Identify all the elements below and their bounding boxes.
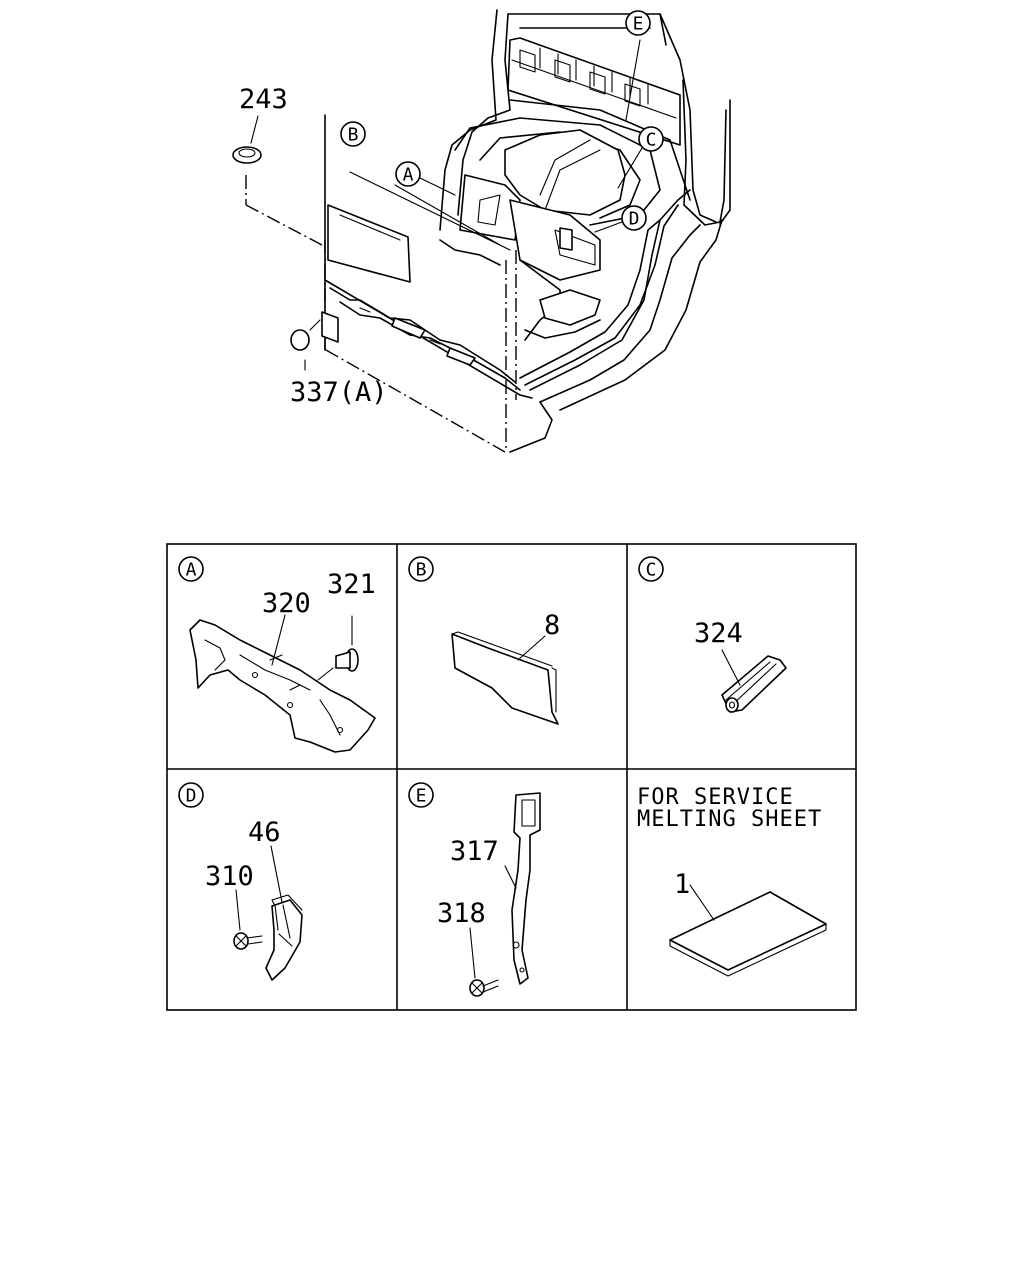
cab-body-outline	[324, 9, 731, 453]
svg-text:B: B	[416, 560, 427, 581]
svg-text:A: A	[403, 165, 414, 186]
melting-sheet-1	[669, 891, 827, 977]
grommet-243	[232, 115, 262, 164]
part-label-317: 317	[450, 836, 499, 867]
callout-a-main: A	[395, 161, 421, 187]
service-note-line1: FOR SERVICE	[637, 785, 794, 810]
part-label-324: 324	[694, 618, 743, 649]
detail-grid	[166, 543, 857, 1011]
callout-b-main: B	[340, 121, 366, 147]
svg-text:A: A	[186, 560, 197, 581]
callout-e-main: E	[625, 10, 651, 36]
bracket-320	[189, 619, 376, 753]
panel-e: E 317 318	[408, 782, 541, 997]
callout-c-panel: C	[638, 556, 664, 582]
bracket-46	[265, 894, 303, 981]
screw-318	[469, 979, 499, 997]
svg-text:C: C	[646, 130, 657, 151]
svg-text:D: D	[629, 209, 640, 230]
panel-b: B 8	[408, 556, 560, 725]
callout-d-main: D	[621, 205, 647, 231]
clip-324	[721, 655, 787, 713]
part-label-318: 318	[437, 898, 486, 929]
svg-text:E: E	[416, 786, 427, 807]
insulator-8	[451, 631, 559, 725]
svg-text:E: E	[633, 14, 644, 35]
part-label-8: 8	[544, 610, 560, 641]
cab-floor	[439, 117, 661, 341]
main-exploded-view: A B C D E 243 337(A)	[232, 9, 731, 453]
svg-text:D: D	[186, 786, 197, 807]
screw-310	[233, 932, 263, 950]
callout-c-main: C	[638, 126, 664, 152]
lower-crossmember	[324, 279, 533, 399]
insulator-panel-b	[327, 204, 411, 283]
callout-a-panel: A	[178, 556, 204, 582]
part-label-243: 243	[239, 84, 288, 115]
panel-service: FOR SERVICE MELTING SHEET 1	[637, 785, 827, 977]
service-note-line2: MELTING SHEET	[637, 807, 822, 832]
bolt-321	[335, 615, 359, 672]
callout-e-panel: E	[408, 782, 434, 808]
part-label-310: 310	[205, 861, 254, 892]
part-label-46: 46	[248, 817, 281, 848]
plug-337	[290, 311, 339, 371]
callout-d-panel: D	[178, 782, 204, 808]
part-label-337: 337(A)	[290, 377, 388, 408]
console-assembly	[459, 174, 601, 281]
part-label-320: 320	[262, 588, 311, 619]
stay-317	[511, 792, 541, 985]
panel-d: D 46 310	[178, 782, 303, 981]
svg-text:C: C	[646, 560, 657, 581]
rear-wall-panel	[507, 37, 691, 201]
callout-b-panel: B	[408, 556, 434, 582]
part-label-321: 321	[327, 569, 376, 600]
svg-text:B: B	[348, 125, 359, 146]
part-label-1: 1	[674, 869, 690, 900]
panel-a: A 320 321	[178, 556, 376, 753]
panel-c: C 324	[638, 556, 787, 713]
leader-lines	[245, 171, 517, 453]
